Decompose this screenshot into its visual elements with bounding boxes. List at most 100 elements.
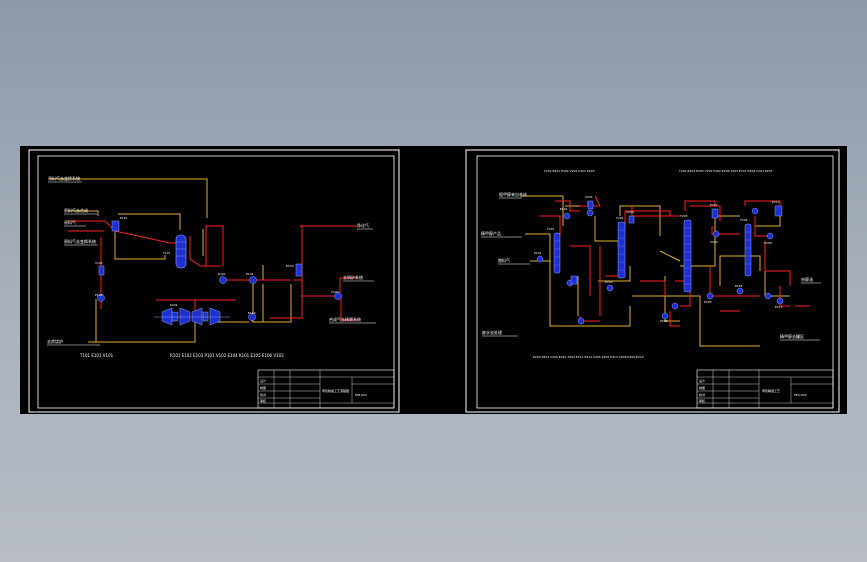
title-block-row: 制图 [260, 385, 266, 390]
cad-viewport[interactable]: 原料气去变换系统 原料气去合成 原料气 原料气去变换系统 净化气 去锅炉系统 合… [20, 146, 847, 414]
equipment-tag: T101 [162, 251, 171, 255]
equipment-tag: V203 [710, 240, 718, 244]
stream-label: 原料气 [64, 219, 76, 225]
stream-label: 去锅炉系统 [343, 274, 363, 280]
equipment-tag: P201 [534, 251, 542, 255]
equipment-tag: E213 [775, 305, 783, 309]
right-tags: T201 E201 V201 P201 T202 E204 V202 P202 … [534, 195, 783, 323]
equipment-tag: E207 [710, 203, 718, 207]
stream-label: 精甲醇去罐区 [780, 333, 804, 339]
pump [219, 276, 227, 284]
left-leader-lines [47, 181, 376, 346]
stream-label: 粗甲醇来自合成 [499, 191, 527, 197]
pump [536, 255, 544, 263]
equipment-tag: E201 [560, 207, 568, 211]
sheet-left[interactable]: 原料气去变换系统 原料气去合成 原料气 原料气去变换系统 净化气 去锅炉系统 合… [28, 149, 400, 413]
stream-label: 原料气去变换系统 [48, 175, 80, 181]
equipment-legend: T201 E201 E202 V201 P201 E203 [543, 169, 595, 173]
drawing-title: 甲醇制备工艺流程图 [322, 388, 349, 393]
title-block-row: 制图 [699, 385, 705, 390]
title-block-right: 甲醇精馏工艺 PFD-002 设计 制图 校对 审核 [696, 369, 834, 409]
drum [628, 215, 635, 224]
distillation-column [553, 232, 561, 274]
drawing-number: PFD-002 [794, 393, 807, 397]
exchanger [563, 212, 571, 220]
stream-label: 净化气 [357, 222, 369, 228]
column-vessel [175, 234, 187, 269]
exchanger [776, 297, 784, 305]
pump [97, 294, 105, 302]
stream-label: 去焚烧炉 [47, 338, 63, 344]
equipment-legend: E209 P204 V204 E210 T204 E211 E212 V205 … [533, 355, 644, 359]
equipment-tag: T201 [546, 227, 555, 231]
equipment-legend: T101 E101 V101 [79, 353, 114, 358]
drum [766, 232, 774, 240]
stream-label: 燃料气 [498, 257, 510, 263]
equipment-tag: V101 [95, 261, 103, 265]
title-block-row: 校对 [260, 392, 266, 397]
stream-label: 合成气去精馏系统 [329, 316, 361, 322]
sheet-left-outer-border [28, 149, 400, 413]
condenser [711, 208, 719, 219]
left-red-lines [68, 220, 358, 322]
equipment-tag: P101 [246, 272, 254, 276]
equipment-tag: E104 [248, 311, 256, 315]
stream-label: 原料气去变换系统 [64, 238, 96, 244]
equipment-tag: P203 [704, 300, 712, 304]
pump [706, 292, 714, 300]
equipment-legend: T202 E204 E205 V202 P202 E206 T203 E207 … [678, 169, 772, 173]
right-columns [553, 219, 752, 293]
right-equipment [536, 200, 784, 325]
stream-label: 废水去处理 [482, 329, 502, 335]
equipment-tag: V102 [331, 290, 339, 294]
equipment-tag: R101 [218, 272, 226, 276]
title-block-left: 甲醇制备工艺流程图 MM-001 设计 制图 校对 审核 [257, 369, 395, 409]
distillation-column [744, 223, 752, 277]
drawing-number: MM-001 [355, 393, 367, 397]
title-block-row: 审核 [699, 398, 705, 403]
exchanger [586, 209, 594, 217]
separator [295, 263, 303, 277]
drawing-sheets: 原料气去变换系统 原料气去合成 原料气 原料气去变换系统 净化气 去锅炉系统 合… [28, 149, 840, 413]
pump [764, 292, 772, 300]
drum [712, 230, 720, 238]
right-stream-labels: 粗甲醇来自合成 精甲醇产品 燃料气 杂醇油 精甲醇去罐区 废水去处理 [481, 191, 813, 339]
equipment-tag: T203 [679, 214, 688, 218]
stream-label: 精甲醇产品 [481, 230, 501, 236]
sheet-left-inner-border [37, 155, 395, 409]
title-block-row: 设计 [699, 378, 705, 383]
exchanger [98, 265, 105, 276]
pump [249, 276, 257, 284]
pump [736, 287, 744, 295]
equipment-legend: R101 E102 E103 P101 V102 E104 K101 E105 … [170, 353, 284, 358]
equipment-tag: V205 [764, 241, 772, 245]
sheet-right[interactable]: T201 E201 E202 V201 P201 E203 T202 E204 … [465, 149, 840, 413]
equipment-tag: P205 [735, 284, 743, 288]
equipment-tag: E101 [120, 216, 128, 220]
drawing-title: 甲醇精馏工艺 [762, 388, 780, 393]
title-block-row: 审核 [260, 398, 266, 403]
distillation-column [617, 221, 626, 279]
equipment-tag: E211 [772, 200, 780, 204]
condenser [774, 205, 783, 217]
pump [248, 313, 256, 321]
exchanger [606, 284, 614, 292]
pump [661, 312, 669, 320]
right-leader-lines [481, 197, 821, 341]
stream-label: 原料气去合成 [64, 207, 88, 213]
exchanger [671, 302, 679, 310]
equipment-tag: E102 [95, 293, 103, 297]
left-equipment [97, 220, 342, 326]
equipment-tag: K101 [170, 303, 178, 307]
distillation-column [683, 219, 692, 293]
equipment-tag: E103 [286, 264, 294, 268]
exchanger [334, 292, 342, 300]
equipment-tag: E204 [605, 280, 613, 284]
equipment-tag: V201 [585, 195, 593, 199]
equipment-tag: T204 [739, 218, 748, 222]
equipment-tag: V202 [626, 210, 634, 214]
left-stream-labels: 原料气去变换系统 原料气去合成 原料气 原料气去变换系统 净化气 去锅炉系统 合… [47, 175, 369, 344]
left-yellow-lines [50, 178, 292, 343]
reboiler [570, 275, 578, 285]
exchanger [111, 220, 120, 232]
